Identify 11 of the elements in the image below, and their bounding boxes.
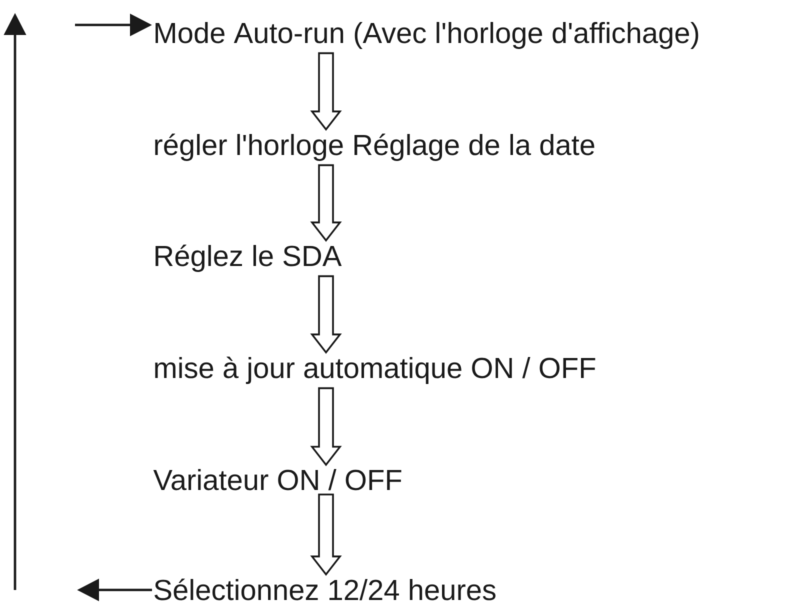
step-text: Mode Auto-run (Avec l'horloge d'affichage) bbox=[156, 22, 698, 49]
step-text: Réglez le SDA bbox=[156, 244, 342, 272]
step-text: Sélectionnez 12/24 heures bbox=[154, 578, 496, 600]
hollow-arrow bbox=[310, 387, 342, 466]
hollow-arrow bbox=[310, 275, 342, 354]
hollow-arrow bbox=[310, 52, 342, 131]
step-text: Variateur ON / OFF bbox=[153, 468, 402, 490]
hollow-arrow bbox=[310, 494, 342, 576]
hollow-arrow bbox=[310, 164, 342, 242]
step-text: mise à jour automatique ON / OFF bbox=[155, 356, 596, 384]
step-text: régler l'horloge Réglage de la date bbox=[155, 134, 594, 161]
